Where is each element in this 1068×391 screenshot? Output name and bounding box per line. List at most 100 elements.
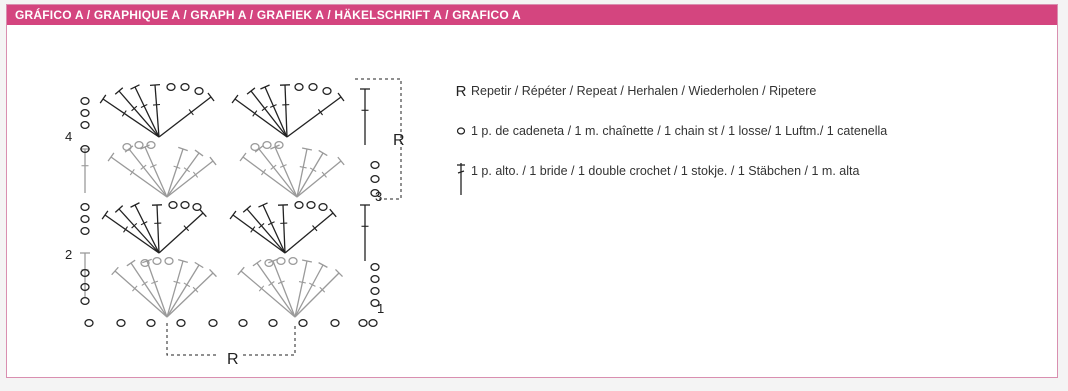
legend-text-chain: 1 p. de cadeneta / 1 m. chaînette / 1 ch…	[471, 124, 888, 138]
chain-stitch	[146, 140, 156, 150]
double-crochet-stitch	[144, 146, 168, 198]
chain-stitch	[370, 274, 380, 284]
chain-stitch	[134, 140, 144, 150]
chart-panel: GRÁFICO A / GRAPHIQUE A / GRAPH A / GRAF…	[6, 4, 1058, 378]
stitch-top-bar	[107, 152, 115, 162]
double-crochet-stitch	[118, 90, 160, 138]
repeat-label-vertical: R	[393, 132, 405, 149]
stitch-cross-bar	[277, 280, 285, 285]
stitch-cross-bar	[267, 221, 275, 226]
stitch-cross-bar	[121, 110, 127, 117]
chain-stitch	[370, 188, 380, 198]
chain-stitch	[276, 256, 286, 266]
repeat-label-horizontal: R	[227, 351, 239, 368]
stitch-cross-bar	[149, 164, 157, 168]
chain-stitch	[208, 318, 218, 328]
double-crochet-stitch	[274, 146, 298, 198]
chain-stitch	[80, 296, 90, 306]
chain-stitch	[368, 318, 378, 328]
double-crochet-stitch	[256, 262, 296, 318]
stitch-top-bar	[246, 87, 256, 95]
stitch-cross-bar	[183, 282, 191, 288]
stitch-cross-bar	[309, 167, 317, 172]
stitch-top-bar	[130, 84, 140, 90]
double-crochet-stitch	[128, 148, 168, 198]
chain-stitch	[192, 202, 202, 212]
chain-stitch	[322, 86, 332, 96]
stitch-cross-bar	[192, 286, 199, 293]
stitch-cross-bar	[250, 226, 256, 233]
chain-stitch	[80, 214, 90, 224]
chain-stitch	[370, 174, 380, 184]
stitch-top-bar	[229, 210, 237, 220]
double-crochet-stitch	[166, 160, 214, 198]
chain-stitch	[122, 142, 132, 152]
double-crochet-stitch	[158, 212, 204, 254]
stitch-cross-bar	[312, 225, 318, 232]
double-crochet-stitch	[114, 270, 168, 318]
double-crochet-stitch	[166, 260, 184, 318]
double-crochet-stitch	[284, 212, 334, 254]
stitch-cross-bar	[183, 225, 190, 232]
stitch-cross-bar	[317, 109, 324, 116]
chain-stitch	[268, 318, 278, 328]
stitch-top-bar	[301, 259, 313, 263]
double-crochet-stitch	[294, 260, 308, 318]
repeat-bracket-vertical	[355, 78, 402, 200]
chain-stitch	[306, 200, 316, 210]
stitch-top-bar	[335, 269, 343, 277]
legend-item-chain: 1 p. de cadeneta / 1 m. chaînette / 1 ch…	[455, 121, 887, 141]
stitch-top-bar	[242, 205, 252, 213]
stitch-top-bar	[231, 94, 239, 104]
stitch-top-bar	[329, 208, 337, 218]
legend-text-repeat: Repetir / Répéter / Repeat / Herhalen / …	[471, 84, 817, 98]
double-crochet-stitch	[262, 204, 286, 254]
double-crochet-stitch	[232, 214, 286, 254]
stitch-cross-bar	[188, 109, 194, 116]
double-crochet-stitch	[166, 272, 214, 318]
chain-stitch	[166, 82, 176, 92]
double-crochet-stitch	[284, 84, 288, 138]
chain-stitch	[370, 160, 380, 170]
double-crochet-stitch	[250, 90, 288, 138]
double-crochet-stitch	[294, 272, 340, 318]
chain-stitch	[168, 200, 178, 210]
double-crochet-stitch	[234, 98, 288, 138]
double-crochet-stitch	[134, 86, 160, 138]
stitch-top-bar	[114, 87, 124, 95]
chain-stitch	[116, 318, 126, 328]
double-crochet-stitch	[272, 260, 296, 318]
crochet-diagram: 4 3 2 1 R R	[7, 25, 427, 377]
stitch-cross-bar	[299, 165, 307, 169]
stitch-top-bar	[237, 266, 245, 276]
chain-stitch	[288, 256, 298, 266]
stitch-top-bar	[194, 149, 204, 157]
stitch-cross-bar	[152, 103, 161, 106]
double-crochet-stitch	[166, 264, 200, 318]
stitch-cross-bar	[269, 104, 277, 108]
stitch-top-bar	[258, 202, 268, 208]
stitch-cross-bar	[123, 226, 128, 233]
chain-stitch	[80, 226, 90, 236]
chain-stitch	[180, 200, 190, 210]
repeat-bracket-bottom-left	[166, 323, 219, 356]
chain-stitch	[274, 140, 284, 150]
double-crochet-stitch	[158, 96, 212, 138]
stitch-cross-bar	[131, 105, 138, 112]
chain-stitch	[250, 142, 260, 152]
stitch-cross-bar	[270, 164, 277, 170]
stitch-top-bar	[209, 156, 217, 166]
chain-stitch	[308, 82, 318, 92]
row-label-1: 1	[377, 301, 384, 316]
stitch-top-bar	[178, 146, 188, 152]
chain-stitch	[80, 120, 90, 130]
chain-stitch	[264, 258, 274, 268]
stitch-cross-bar	[279, 164, 287, 168]
chain-stitch	[80, 202, 90, 212]
chain-stitch	[176, 318, 186, 328]
repeat-symbol: R	[455, 82, 467, 100]
double-crochet-stitch	[166, 152, 200, 198]
chain-stitch	[194, 86, 204, 96]
stitch-top-bar	[124, 145, 134, 153]
double-crochet-stitch	[282, 204, 286, 254]
